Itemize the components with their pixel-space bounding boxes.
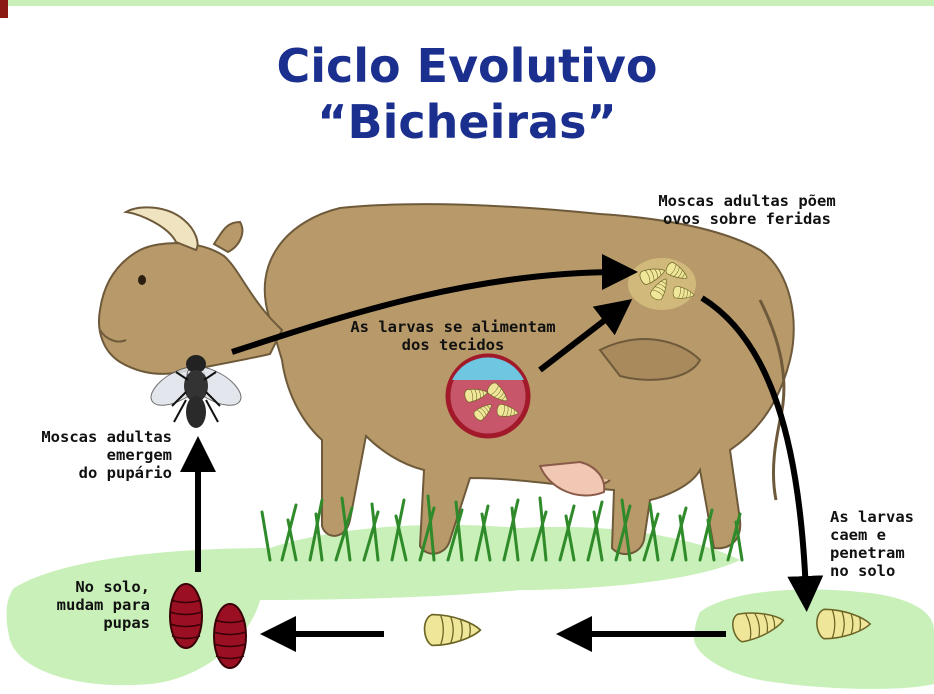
pupa-2 (213, 603, 247, 669)
cycle-arrows (180, 254, 824, 652)
label-pupa: No solo, mudam para pupas (56, 578, 150, 632)
top-bar-marker (0, 0, 8, 18)
larva-in-soil (423, 613, 482, 647)
egg-cluster (628, 258, 696, 310)
adult-fly (150, 355, 242, 428)
diagram-title-line-2: “Bicheiras” (317, 95, 617, 149)
label-emerge: Moscas adultas emergem do pupário (41, 428, 172, 482)
top-bar (0, 0, 934, 6)
label-fall: As larvas caem e penetram no solo (830, 508, 914, 580)
label-eggs: Moscas adultas põem ovos sobre feridas (658, 192, 836, 228)
arrow-feeding-to-eggs (538, 299, 633, 373)
grass (260, 494, 744, 562)
diagram-title-line-1: Ciclo Evolutivo (276, 39, 658, 93)
arrow-eggs-to-soil (700, 295, 824, 612)
arrow-fly-to-eggs (231, 254, 638, 355)
pupa-1 (169, 583, 203, 649)
label-feeding: As larvas se alimentam dos tecidos (350, 318, 556, 354)
wound-cross-section (445, 353, 531, 439)
ground-patch-right (693, 589, 934, 689)
